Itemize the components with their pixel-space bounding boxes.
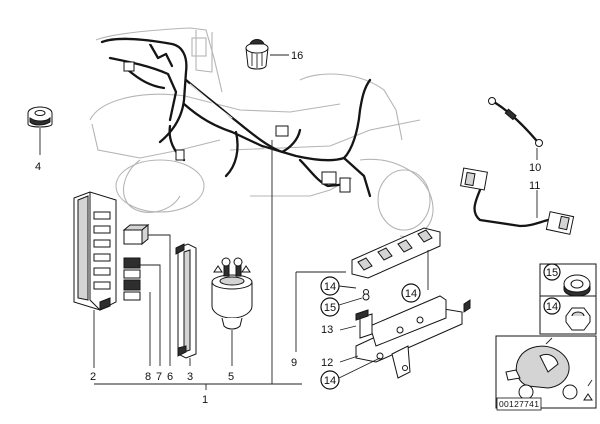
grommet-part-4 (27, 106, 53, 128)
scooter-outline (89, 27, 434, 238)
callout-6: 6 (167, 371, 173, 383)
callout-2: 2 (90, 371, 96, 383)
callout-13: 13 (321, 324, 333, 336)
svg-text:14: 14 (546, 301, 558, 313)
circled-callout-14-top: 14 (320, 276, 340, 296)
cap-part-16 (245, 39, 269, 70)
relay-set-part-8 (122, 223, 150, 301)
nut-box (539, 295, 597, 335)
circled-callout-14-box: 14 (543, 297, 561, 315)
reference-number: 00127741 (496, 397, 542, 411)
cable-part-10 (488, 97, 543, 147)
callout-4: 4 (35, 161, 41, 173)
callout-1: 1 (202, 394, 208, 406)
svg-text:15: 15 (324, 302, 336, 314)
svg-text:14: 14 (405, 288, 417, 300)
svg-text:00127741: 00127741 (499, 399, 539, 409)
callout-5: 5 (228, 371, 234, 383)
fuse-box-part-2 (73, 191, 117, 311)
circled-callout-15: 15 (320, 297, 340, 317)
callout-3: 3 (187, 371, 193, 383)
svg-text:14: 14 (324, 375, 336, 387)
circled-callout-14-right: 14 (401, 283, 421, 303)
cable-part-11 (460, 167, 575, 235)
inset-scooter-thumbnail (495, 335, 597, 409)
horn-part-5 (211, 257, 253, 330)
svg-text:14: 14 (324, 281, 336, 293)
callout-7: 7 (156, 371, 162, 383)
callout-9: 9 (291, 357, 297, 369)
callout-10: 10 (529, 162, 541, 174)
circled-callout-15-box: 15 (543, 263, 561, 281)
wiring-harness (100, 37, 372, 198)
circled-callout-14-bottom: 14 (320, 370, 340, 390)
callout-16: 16 (291, 50, 303, 62)
mounting-bracket-part-9 (351, 227, 471, 379)
callout-11: 11 (529, 180, 540, 192)
washer-part-15 (563, 274, 591, 297)
callout-8: 8 (145, 371, 151, 383)
callout-12: 12 (321, 357, 333, 369)
bracket-part-3 (175, 243, 197, 359)
svg-text:15: 15 (546, 267, 558, 279)
nut-part-14 (565, 307, 591, 331)
